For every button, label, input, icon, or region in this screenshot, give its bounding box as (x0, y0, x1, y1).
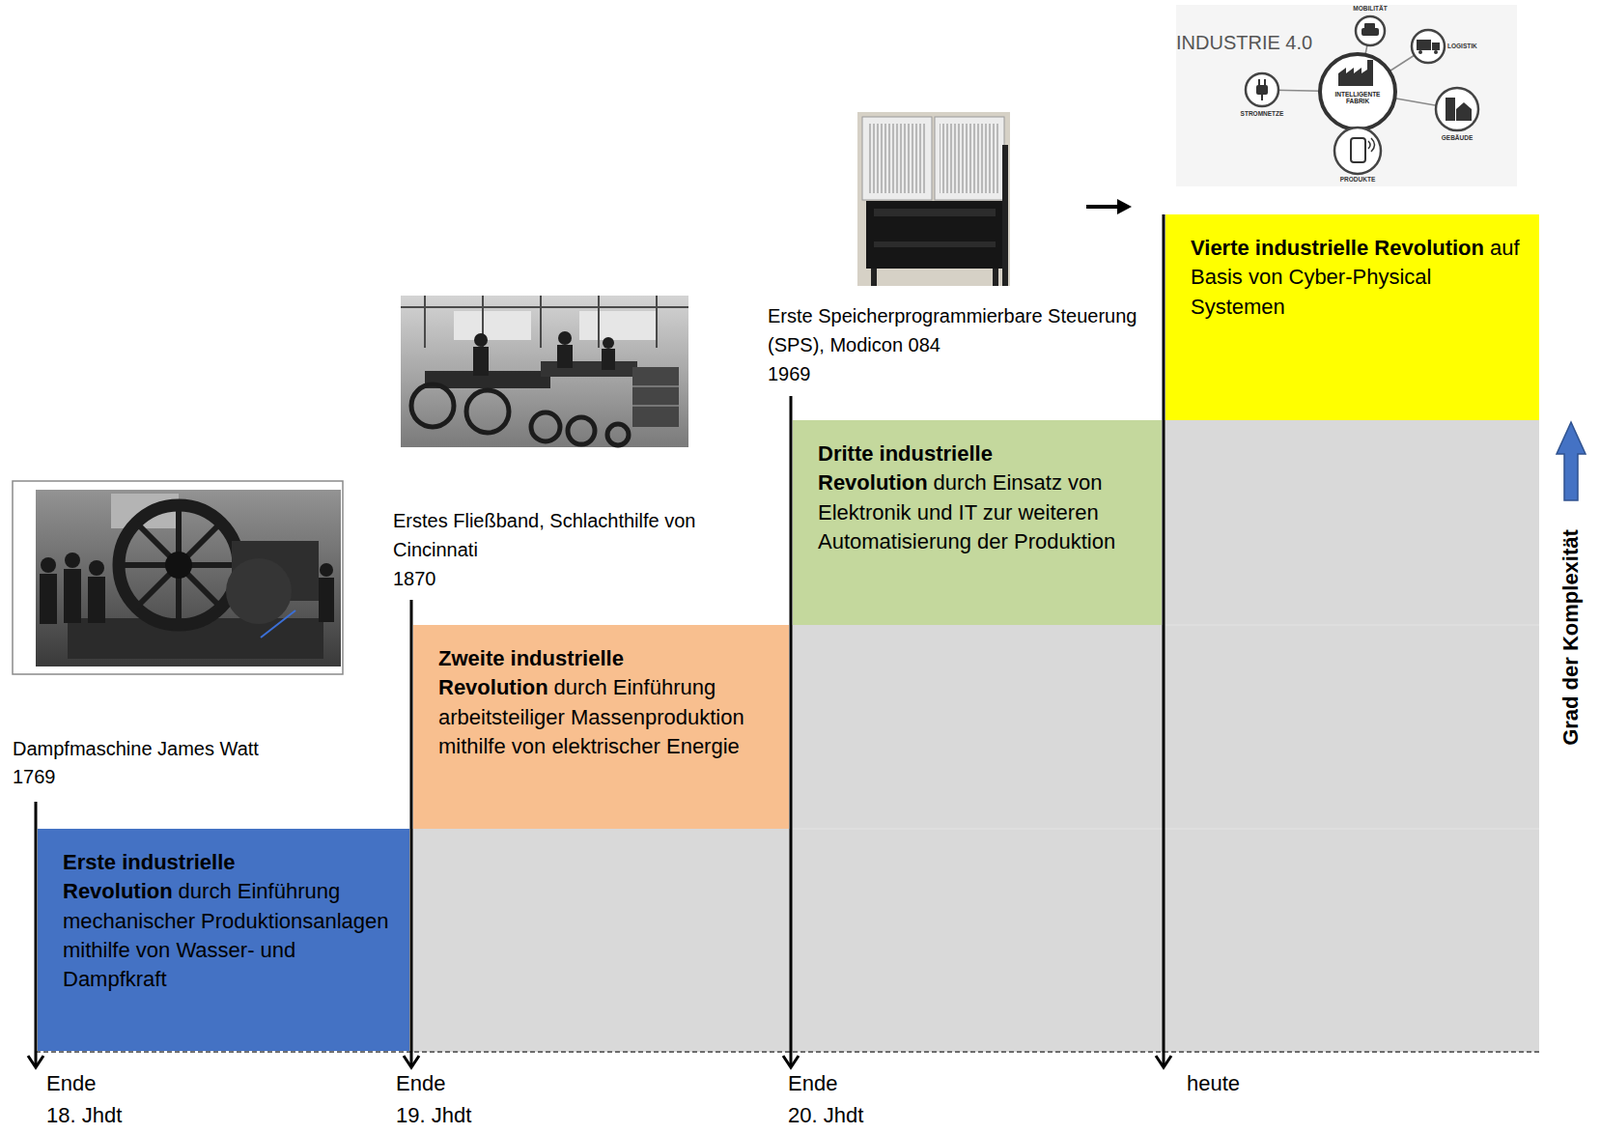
era-century: 19. Jhdt (395, 1098, 551, 1131)
label-group: Erstes Fließband, Schlachthilfe von Cinc… (392, 505, 722, 593)
label-group: Erste Speicherprogrammierbare Steuerung … (767, 301, 1150, 389)
milestone-caption: Erstes Fließband, Schlachthilfe von Cinc… (392, 505, 722, 564)
revolution-text: Vierte industrielle Revolutionauf Basis … (1165, 214, 1540, 330)
milestone-caption: Erste Speicherprogrammierbare Steuerung … (767, 301, 1150, 360)
revolution-box: Zweite industrielle Revolutiondurch Einf… (413, 624, 789, 829)
era-label: Ende (395, 1066, 551, 1099)
milestone-year: 1769 (12, 762, 346, 791)
era-century: 20. Jhdt (787, 1098, 943, 1131)
label-group: Ende19. Jhdt (395, 1066, 551, 1131)
label-group: Ende20. Jhdt (787, 1066, 943, 1131)
milestone-caption: Dampfmaschine James Watt (12, 734, 346, 763)
complexity-arrow (1556, 421, 1586, 501)
center-label: INTELLIGENTE FABRIK (1328, 90, 1387, 106)
icon-label: STROMNETZE (1240, 110, 1285, 117)
era-label: Ende (46, 1066, 201, 1099)
revolution-box: Vierte industrielle Revolutionauf Basis … (1165, 214, 1540, 421)
pointer-arrow (1086, 198, 1132, 215)
revolution-heading: Vierte industrielle Revolution (1190, 235, 1485, 260)
assembly-line-photo (400, 295, 689, 448)
icon-label: GEBÄUDE (1441, 134, 1474, 141)
timeline-markers (28, 214, 1172, 1067)
milestone-year: 1870 (392, 563, 722, 593)
milestone-year: 1969 (767, 359, 1150, 389)
icon-label: LOGISTIK (1447, 42, 1478, 50)
era-label: heute (1186, 1066, 1240, 1099)
revolution-box: Erste industrielle Revolutiondurch Einfü… (37, 828, 410, 1051)
icon-label: PRODUKTE (1340, 175, 1376, 183)
plc-photo (857, 112, 1011, 286)
label-group: Ende18. Jhdt (46, 1066, 201, 1131)
revolution-text: Dritte industrielle Revolutiondurch Eins… (792, 420, 1162, 564)
revolution-text: Zweite industrielle Revolutiondurch Einf… (413, 624, 789, 769)
era-century: 18. Jhdt (46, 1098, 201, 1131)
revolution-text: Erste industrielle Revolutiondurch Einfü… (37, 828, 410, 1003)
time-axis (35, 1050, 1540, 1053)
icon-label: MOBILITÄT (1352, 4, 1387, 12)
era-label: Ende (787, 1066, 943, 1099)
graphic-title: INDUSTRIE 4.0 (1176, 31, 1313, 55)
revolution-box: Dritte industrielle Revolutiondurch Eins… (792, 420, 1162, 625)
steam-engine-photo (12, 480, 343, 674)
axis-label: Grad der Komplexität (1558, 529, 1583, 746)
industrie-4-graphic (1176, 4, 1517, 187)
label-group: Dampfmaschine James Watt1769 (12, 734, 346, 791)
